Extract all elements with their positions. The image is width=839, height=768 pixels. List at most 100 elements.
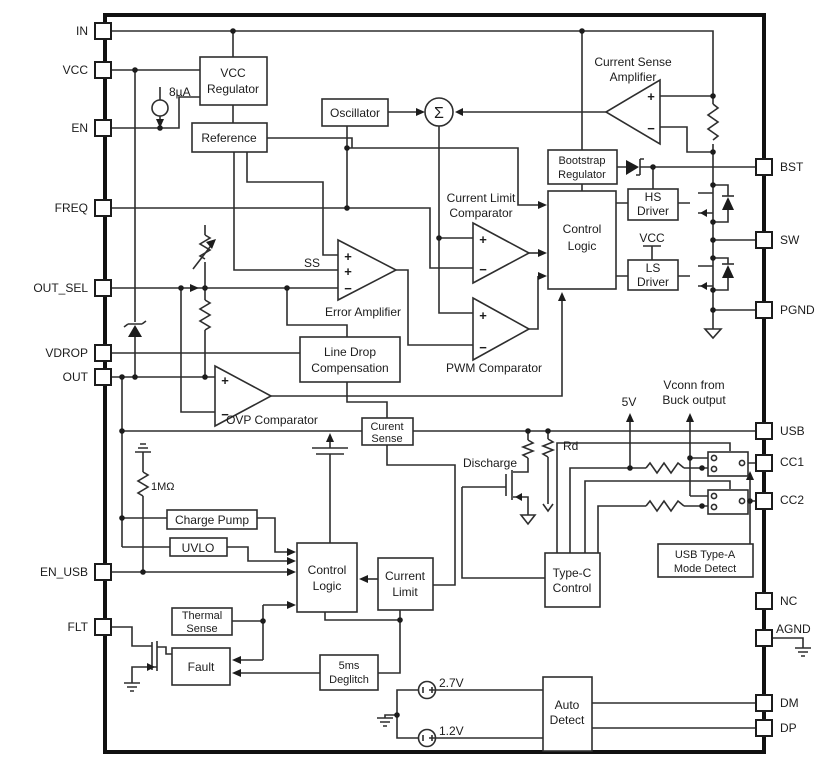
- junction-dot: [230, 28, 236, 34]
- current-source-icon: [151, 99, 169, 117]
- arrowhead: [455, 108, 463, 116]
- pin-usb: [755, 422, 773, 440]
- wire-agnd: [772, 637, 804, 648]
- block-label: Regulator: [207, 82, 259, 96]
- amplifiers: [151, 78, 746, 748]
- pin-label-agnd: AGND: [776, 622, 811, 636]
- junction-dot: [140, 569, 146, 575]
- wire-usb-line: [121, 377, 756, 548]
- pwm-comparator-icon: [472, 296, 531, 362]
- pin-label-sw: SW: [780, 233, 800, 247]
- wire-sources: [384, 689, 543, 739]
- wire-ref-node: [267, 137, 353, 148]
- block-charge-pump: [166, 509, 258, 530]
- arrowhead: [190, 284, 199, 292]
- arrowhead: [686, 413, 694, 422]
- wire-ovp-out: [271, 300, 563, 397]
- block-label: Sense: [186, 623, 217, 635]
- ss-label: SS: [304, 256, 320, 270]
- arrowhead: [232, 669, 241, 677]
- switch2-common: [738, 497, 746, 505]
- source-1v2-marks: [422, 735, 435, 741]
- pin-vdrop: [94, 344, 112, 362]
- current-limit-comparator-icon: [472, 221, 531, 285]
- arrowhead: [156, 119, 164, 128]
- wire-flt: [111, 626, 172, 683]
- wire-ref-ss: [233, 152, 338, 271]
- pin-label-nc: NC: [780, 594, 798, 608]
- junction-dot: [579, 28, 585, 34]
- pin-in: [94, 22, 112, 40]
- switch1-common: [738, 459, 746, 467]
- arrowhead: [147, 663, 155, 671]
- junction-dot: [710, 287, 716, 293]
- pin-bst: [755, 158, 773, 176]
- resistor-divider-top: [198, 234, 212, 260]
- arrowhead: [232, 656, 241, 664]
- plus-mark: +: [221, 373, 229, 388]
- block-control-logic: [547, 190, 617, 290]
- pin-label-out-sel: OUT_SEL: [33, 281, 88, 295]
- pin-label-pgnd: PGND: [780, 303, 815, 317]
- block-label: VCC: [220, 66, 246, 80]
- wire-uvlo-out: [227, 546, 287, 562]
- wire-ea-out: [396, 269, 473, 346]
- junction-dot: [397, 617, 403, 623]
- block-label: Mode Detect: [674, 563, 736, 575]
- arrowhead: [515, 493, 522, 501]
- wire-divider-tap: [205, 287, 348, 337]
- arrowhead: [359, 575, 368, 583]
- block-label: Driver: [637, 204, 669, 218]
- pin-label-bst: BST: [780, 160, 804, 174]
- amp-label: Amplifier: [610, 70, 657, 84]
- junction-dot: [650, 164, 656, 170]
- wire-ovp-minus: [180, 288, 215, 413]
- vcc-rail-label: VCC: [639, 231, 665, 245]
- resistor-sense: [706, 103, 720, 141]
- wire-cs-climit: [386, 444, 456, 586]
- minus-mark: −: [479, 340, 487, 355]
- pin-label-vcc: VCC: [63, 63, 89, 77]
- pin-en-usb: [94, 563, 112, 581]
- labels: IN VCC EN FREQ OUT_SEL VDROP OUT EN_USB …: [33, 24, 815, 738]
- junction-dot: [710, 182, 716, 188]
- wire-ldc-cs: [346, 382, 388, 418]
- block-label: Deglitch: [329, 674, 369, 686]
- pin-label-usb: USB: [780, 424, 805, 438]
- junction-dot: [710, 219, 716, 225]
- hs-body-diode-icon: [722, 197, 734, 210]
- junction-dot: [202, 285, 208, 291]
- junction-dots: [119, 28, 753, 718]
- plus-mark: +: [479, 232, 487, 247]
- pin-label-vdrop: VDROP: [45, 346, 88, 360]
- sigma-symbol: Σ: [434, 105, 444, 122]
- wire-vcc-rail: [643, 245, 661, 260]
- switch1-throw-a: [710, 454, 718, 462]
- block-bootstrap-regulator: [547, 149, 618, 185]
- five-v-label: 5V: [622, 395, 637, 409]
- ground-agnd-icon: [795, 647, 811, 657]
- minus-mark: −: [479, 262, 487, 277]
- block-current-sense: [361, 417, 414, 446]
- wire-pass-fet: [312, 441, 348, 543]
- source-2v7-icon: [417, 680, 437, 700]
- arrowhead: [558, 292, 566, 301]
- block-label: Logic: [568, 239, 597, 253]
- block-label: Oscillator: [330, 106, 380, 120]
- ovp-comparator-icon: [214, 364, 273, 428]
- wire-dm-dp: [592, 702, 756, 729]
- block-label: Limit: [392, 585, 418, 599]
- block-label: UVLO: [182, 541, 215, 555]
- block-label: Type-C: [553, 566, 592, 580]
- junction-dot: [525, 428, 531, 434]
- resistor-rp2: [645, 499, 685, 513]
- block-auto-detect: [542, 676, 593, 752]
- block-current-limit: [377, 557, 434, 611]
- block-label: USB Type-A: [675, 549, 736, 561]
- block-label: Curent: [370, 421, 403, 433]
- block-label: HS: [645, 190, 662, 204]
- block-hs-driver: [627, 188, 679, 221]
- block-type-c-control: [544, 552, 601, 608]
- arrowhead: [700, 282, 707, 290]
